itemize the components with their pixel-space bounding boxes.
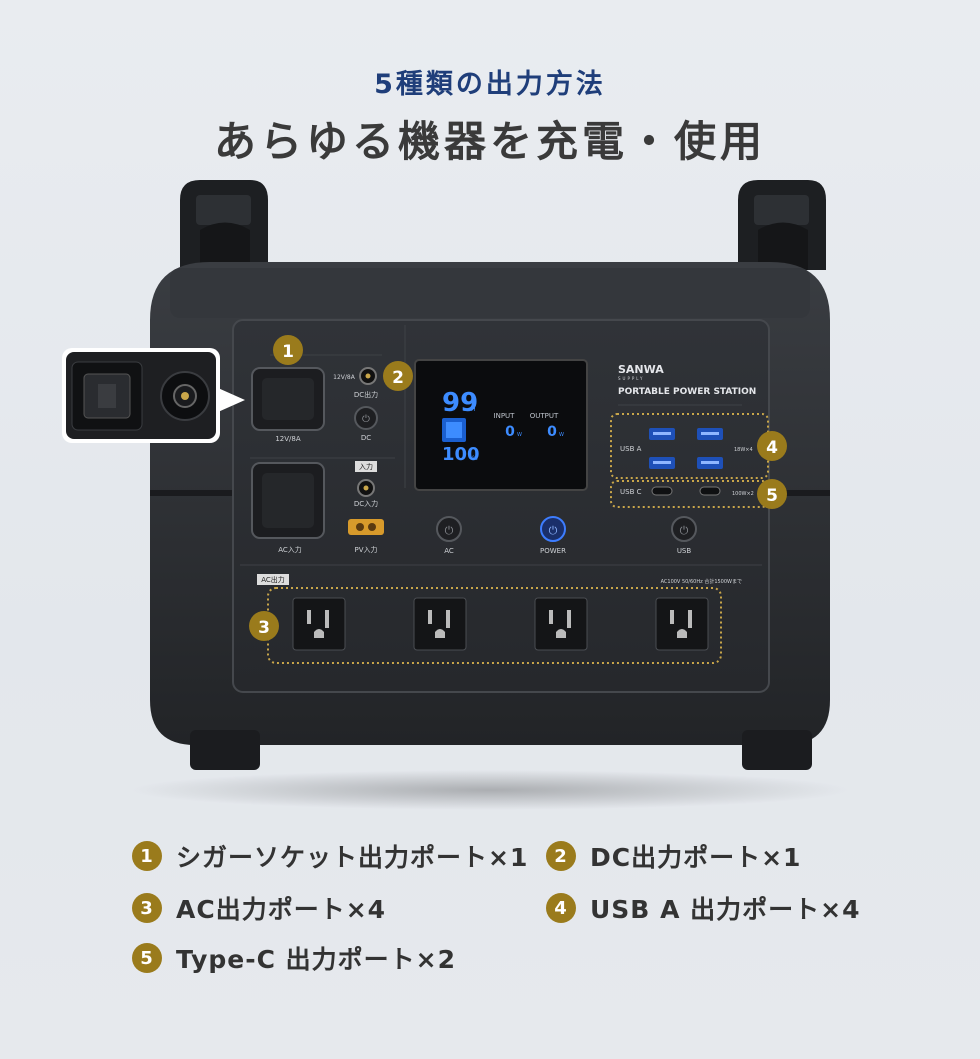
lcd-input-value: 0 <box>505 424 515 440</box>
caption-item: 2 DC出力ポート×1 <box>546 836 801 876</box>
handle-left <box>180 180 268 270</box>
cigar-socket-zoom-inset <box>62 348 245 443</box>
usb-c-rating: 100W×2 <box>732 491 754 497</box>
ac-out-tag-bg <box>257 574 289 585</box>
dc-out-label: DC出力 <box>354 390 378 399</box>
handle-right <box>738 180 826 270</box>
ac-outlets <box>292 597 709 651</box>
usb-a-rating: 18W×4 <box>734 447 753 453</box>
lcd-battery-unit: H <box>471 406 476 413</box>
lcd-input-label: INPUT <box>494 412 516 420</box>
caption-text: AC出力ポート×4 <box>176 895 387 924</box>
lcd-output-label: OUTPUT <box>530 412 559 420</box>
input-tag-bg <box>355 461 377 472</box>
caption-item: 4 USB A 出力ポート×4 <box>546 888 860 928</box>
caption-number: 4 <box>546 893 576 923</box>
lcd-percent-unit: % <box>472 455 478 462</box>
badge-5: 5 <box>757 479 787 509</box>
pv-in-label: PV入力 <box>354 545 377 554</box>
lcd-display: 99 H 100 % INPUT 0 W OUTPUT 0 W <box>414 359 588 491</box>
svg-text:4: 4 <box>766 438 778 458</box>
brand-sub: SUPPLY <box>618 376 644 381</box>
model-name: PORTABLE POWER STATION <box>618 387 756 397</box>
badge-1: 1 <box>273 335 303 365</box>
ac-button[interactable] <box>436 516 462 542</box>
lcd-output-value: 0 <box>547 424 557 440</box>
caption-number: 3 <box>132 893 162 923</box>
pv-in-port <box>348 519 384 535</box>
usb-c-label: USB C <box>620 488 642 496</box>
lcd-output-unit: W <box>559 432 564 438</box>
svg-text:⏻: ⏻ <box>362 414 370 425</box>
brand-logo: SANWA <box>618 363 664 376</box>
caption-text: USB A 出力ポート×4 <box>590 895 861 924</box>
usb-button[interactable] <box>671 516 697 542</box>
svg-text:⏻: ⏻ <box>445 524 454 537</box>
badge-3: 3 <box>249 611 279 641</box>
svg-text:5: 5 <box>766 486 778 506</box>
power-button-label: POWER <box>540 547 566 555</box>
svg-text:2: 2 <box>392 368 404 388</box>
usb-a-label: USB A <box>620 445 642 453</box>
dc-rating: 12V/8A <box>333 374 356 381</box>
foot-left <box>190 730 260 770</box>
input-tag: 入力 <box>359 462 373 471</box>
dc-button[interactable] <box>354 406 378 430</box>
caption-item: 5 Type-C 出力ポート×2 <box>132 938 456 978</box>
usb-button-label: USB <box>677 547 692 555</box>
caption-text: Type-C 出力ポート×2 <box>176 945 457 974</box>
usb-a-ports <box>649 428 723 469</box>
ac-rating: AC100V 50/60Hz 合計1500Wまで <box>661 578 742 585</box>
power-button[interactable] <box>540 516 566 542</box>
caption-item: 3 AC出力ポート×4 <box>132 888 386 928</box>
dc-in-label: DC入力 <box>354 499 378 508</box>
cigar-socket-port <box>251 367 325 431</box>
caption-number: 1 <box>132 841 162 871</box>
caption-text: シガーソケット出力ポート×1 <box>176 843 529 872</box>
caption-list: 1 シガーソケット出力ポート×1 2 DC出力ポート×1 3 AC出力ポート×4… <box>0 830 980 1030</box>
badge-4: 4 <box>757 431 787 461</box>
usb-c-ports <box>651 486 721 496</box>
lcd-battery: 99 <box>442 388 478 418</box>
svg-text:⏻: ⏻ <box>680 524 689 537</box>
lcd-percent: 100 <box>442 444 480 465</box>
power-station-illustration: 12V/8A 12V/8A DC出力 ⏻ DC AC入力 入力 DC入力 PV入… <box>62 180 850 810</box>
sub-title: 5種類の出力方法 <box>374 69 606 100</box>
dc-button-label: DC <box>361 434 371 442</box>
caption-item: 1 シガーソケット出力ポート×1 <box>132 836 528 876</box>
caption-number: 5 <box>132 943 162 973</box>
lcd-input-unit: W <box>517 432 522 438</box>
ac-input-port <box>251 462 325 539</box>
badge-2: 2 <box>383 361 413 391</box>
caption-number: 2 <box>546 841 576 871</box>
svg-text:⏻: ⏻ <box>549 524 558 537</box>
svg-text:3: 3 <box>258 618 270 638</box>
ac-in-label: AC入力 <box>278 545 302 554</box>
cigar-rating: 12V/8A <box>275 435 301 443</box>
ac-out-tag: AC出力 <box>261 575 285 584</box>
ac-button-label: AC <box>444 547 454 555</box>
svg-text:1: 1 <box>282 342 294 362</box>
main-title: あらゆる機器を充電・使用 <box>213 117 766 166</box>
foot-right <box>742 730 812 770</box>
caption-text: DC出力ポート×1 <box>590 843 802 872</box>
